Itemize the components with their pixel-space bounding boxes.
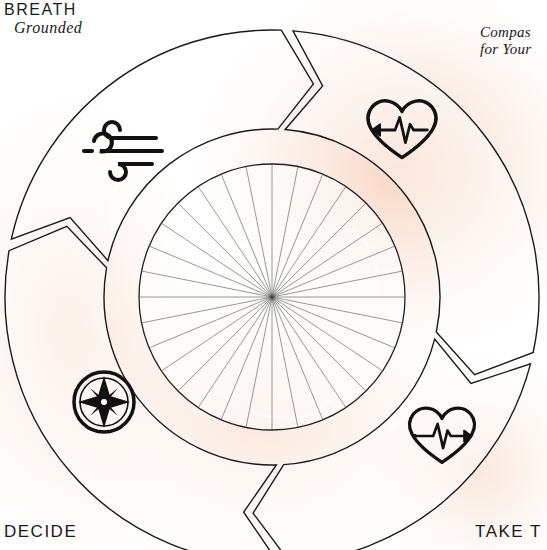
arrow-segment [11, 30, 313, 261]
hub-spoke [272, 174, 323, 297]
arrow-segment [253, 339, 530, 550]
hub-spoke [272, 223, 383, 297]
segment-heading: DECIDE [4, 522, 77, 542]
hub-spoke [149, 297, 272, 348]
arrow-segment [285, 31, 539, 375]
hub-spoke [272, 271, 402, 297]
segment-outline [0, 0, 272, 297]
hub-spoke [272, 297, 405, 298]
heart-pulse-icon [409, 408, 474, 462]
hub-spoke [272, 297, 366, 391]
hub-spoke [272, 297, 298, 427]
hub-spoke [272, 246, 395, 297]
hub-spoke [272, 297, 346, 408]
segment-outline [0, 297, 272, 550]
segment-outline [272, 297, 547, 550]
hub-spoke [221, 297, 272, 420]
hub-spoke [161, 223, 272, 297]
hub-spoke [246, 297, 272, 427]
arrow-segment [5, 226, 279, 550]
cycle-segment: BREATHGrounded [0, 0, 272, 297]
cycle-segment: TAKE T [272, 297, 547, 550]
hub-spoke [272, 186, 346, 297]
hub-spoke [161, 297, 272, 371]
segment-subtitle: Grounded [14, 19, 82, 37]
wind-icon [84, 122, 162, 180]
segment-heading: Compas for Your [480, 24, 542, 59]
cycle-segment: DECIDE [0, 297, 272, 550]
hub-spoke [246, 167, 272, 297]
hub-spoke [272, 297, 273, 430]
hub-spoke [272, 167, 298, 297]
hub-spoke [272, 164, 273, 297]
hub-spoke [139, 297, 272, 298]
hub-spoke [272, 297, 323, 420]
hub-spoke [272, 203, 366, 297]
segment-heading: BREATH [4, 1, 77, 19]
hub-spoke [221, 174, 272, 297]
hub-spoke [198, 297, 272, 408]
heart-pulse-icon [368, 101, 436, 158]
hub-spoke [272, 297, 383, 371]
hub-spoke [198, 186, 272, 297]
hub-circle [139, 164, 405, 430]
segment-heading: TAKE T [475, 522, 542, 542]
hub-spoke [142, 271, 272, 297]
hub-spoke [142, 297, 272, 323]
hub-spoke [272, 297, 402, 323]
hub-spoke [178, 297, 272, 391]
hub-spoke [178, 203, 272, 297]
cycle-segment: Compas for Your [272, 0, 547, 297]
hub-spoke [149, 246, 272, 297]
hub-spoke [272, 297, 395, 348]
compass-icon [74, 372, 134, 432]
